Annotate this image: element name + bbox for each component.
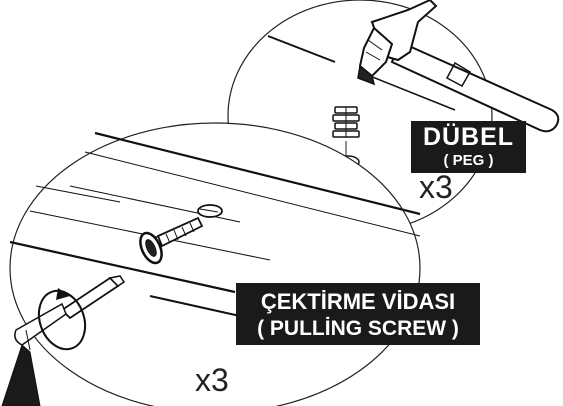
panel-line-3 [35, 185, 121, 203]
panel-line-1 [94, 131, 421, 216]
rotation-arrow-icon [37, 288, 87, 351]
screw-sublabel: ( PULLİNG SCREW ) [257, 317, 459, 340]
screw-quantity: x3 [195, 362, 229, 398]
pulling-screw-icon [139, 216, 204, 265]
panel-line-2 [84, 151, 421, 237]
peg-label-box: DÜBEL ( PEG ) [411, 121, 526, 173]
peg-label: DÜBEL [422, 123, 515, 151]
screw-label-box: ÇEKTİRME VİDASI ( PULLİNG SCREW ) [236, 283, 480, 345]
panel-edge-line-2 [364, 73, 456, 111]
hammer-icon [357, 0, 560, 133]
peg-sublabel: ( PEG ) [443, 152, 494, 169]
peg-quantity: x3 [419, 169, 453, 205]
screw-label: ÇEKTİRME VİDASI [260, 289, 456, 314]
peg-icon [332, 106, 360, 138]
panel-line-6 [9, 240, 236, 294]
panel-edge-line [267, 35, 336, 63]
panel-line-7 [149, 295, 241, 317]
